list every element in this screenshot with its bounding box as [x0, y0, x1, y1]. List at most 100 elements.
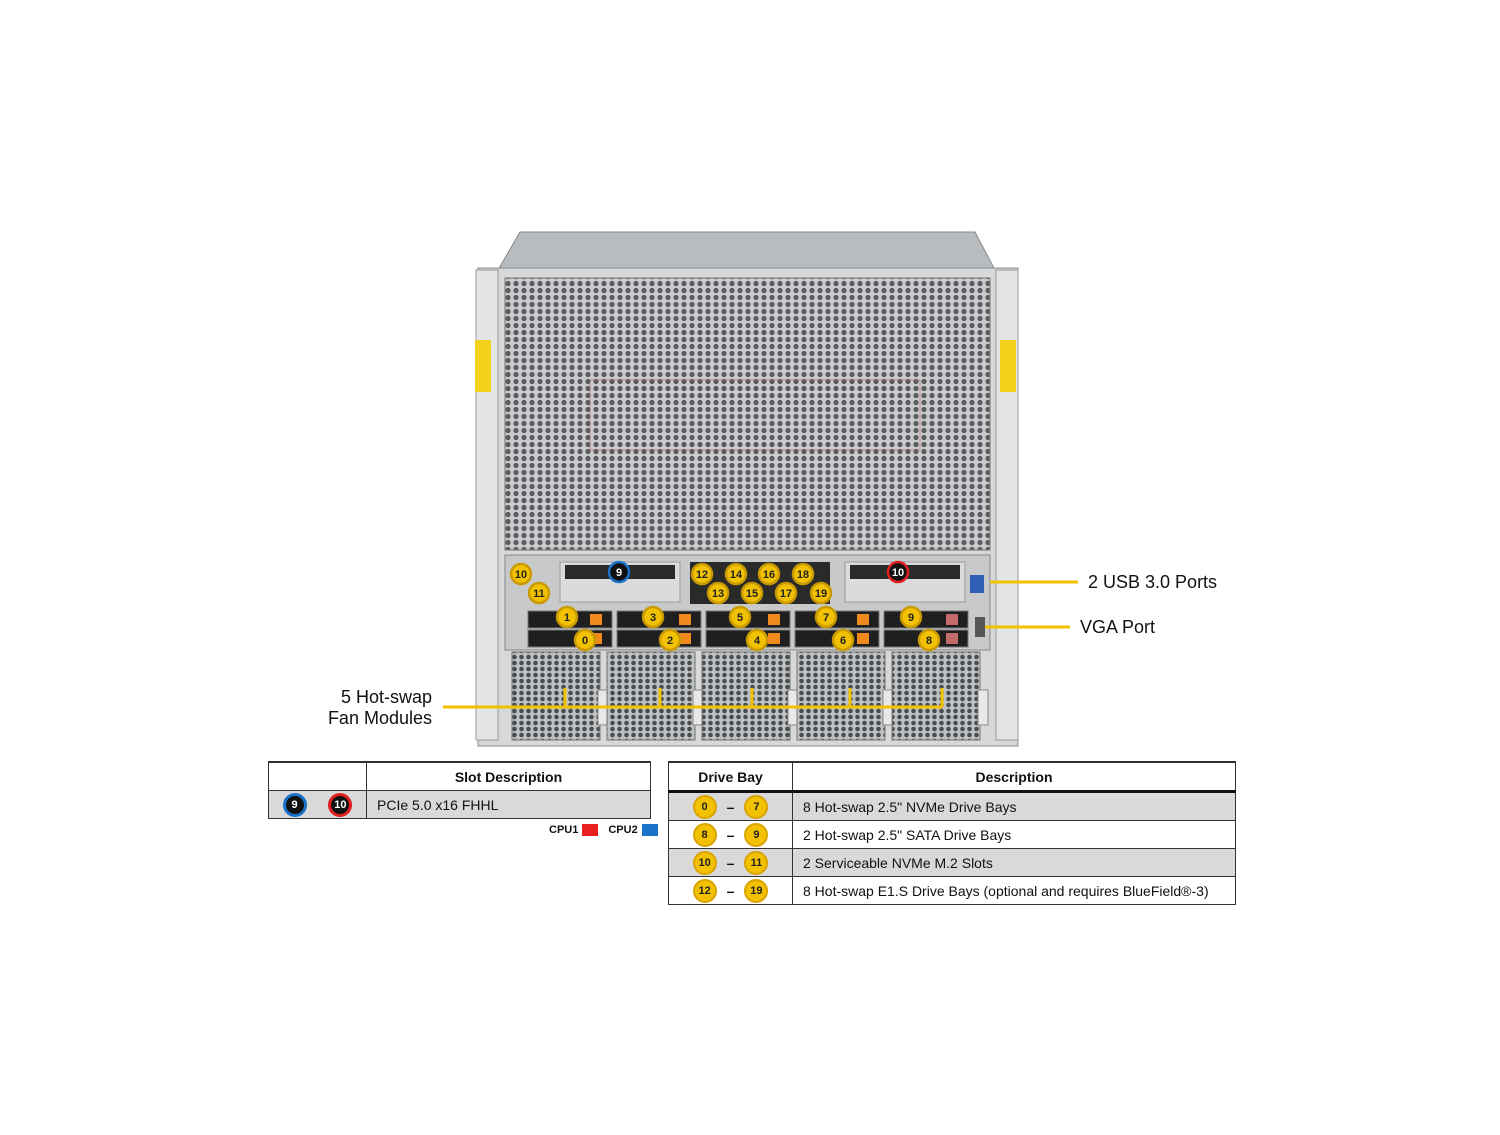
drive-release-button[interactable] [857, 633, 869, 644]
drive-badge-number: 0 [582, 635, 588, 647]
drive-badge-circle [740, 581, 764, 605]
pcie-slot-badge-cpu1-circle [886, 560, 910, 584]
drive-badge-circle [728, 605, 752, 629]
drive-badge: 1 [555, 605, 579, 629]
drive-badge-circle [555, 605, 579, 629]
range-dash: – [726, 882, 735, 899]
drive-badge-number: 4 [754, 635, 761, 647]
drive-badge-number: 7 [823, 612, 829, 624]
warning-label-right [1000, 340, 1016, 392]
drive-badge: 11 [527, 581, 551, 605]
drive-badge: 0 [573, 628, 597, 652]
bay-badge-to: 19 [744, 878, 769, 903]
cpu1-swatch [582, 824, 599, 836]
pcie-slot-10-badge: 10 [328, 792, 353, 817]
cpu2-label: CPU2 [608, 824, 638, 836]
range-dash: – [726, 854, 735, 871]
fan-module[interactable] [891, 651, 981, 741]
slot-badge-header [268, 761, 367, 791]
drive-badge-number: 8 [926, 635, 932, 647]
drive-badge-circle [814, 605, 838, 629]
drive-badge-number: 16 [763, 569, 775, 581]
drive-badge-number: 15 [746, 588, 758, 600]
drive-release-button[interactable] [857, 614, 869, 625]
drive-badge-circle [917, 628, 941, 652]
drive-bay-description: 2 Hot-swap 2.5" SATA Drive Bays [792, 820, 1236, 849]
drive-bay-description: 8 Hot-swap 2.5" NVMe Drive Bays [792, 791, 1236, 821]
bay-badge-from: 8 [692, 822, 717, 847]
fan-module[interactable] [511, 651, 601, 741]
drive-badge-circle [791, 562, 815, 586]
drive-release-button[interactable] [679, 633, 691, 644]
vga-port-label: VGA Port [1080, 617, 1156, 637]
range-dash: – [726, 826, 735, 843]
drive-badge-circle [573, 628, 597, 652]
drive-badge: 15 [740, 581, 764, 605]
drive-release-button[interactable] [679, 614, 691, 625]
drive-badge: 8 [917, 628, 941, 652]
vga-port [975, 617, 985, 637]
drive-release-button[interactable] [946, 614, 958, 625]
drive-bay-range: 8–9 [668, 820, 793, 849]
description-header: Description [792, 761, 1236, 792]
slot-row: 9 10 PCIe 5.0 x16 FHHL [268, 790, 651, 819]
drive-badge-circle [757, 562, 781, 586]
drive-badge-circle [899, 605, 923, 629]
pcie-slot-badge-cpu1-number: 10 [892, 567, 904, 579]
drive-badge: 12 [690, 562, 714, 586]
usb-ports-label: 2 USB 3.0 Ports [1088, 572, 1218, 592]
bay-badge-to: 7 [744, 794, 769, 819]
drive-badge-number: 17 [780, 588, 792, 600]
drive-badge: 4 [745, 628, 769, 652]
drive-badge-number: 14 [730, 569, 743, 581]
drive-badge-number: 6 [840, 635, 846, 647]
fan-modules-label-line1: 5 Hot-swap [340, 687, 432, 707]
drive-badge: 19 [809, 581, 833, 605]
chassis-top [497, 231, 996, 271]
range-dash: – [726, 798, 735, 815]
drive-badge-circle [831, 628, 855, 652]
fan-module[interactable] [796, 651, 886, 741]
drive-badge: 18 [791, 562, 815, 586]
bay-badge-from: 0 [692, 794, 717, 819]
drive-badge-circle [690, 562, 714, 586]
fan-module[interactable] [701, 651, 791, 741]
drive-badge-circle [641, 605, 665, 629]
drive-release-button[interactable] [768, 614, 780, 625]
fan-modules-label-line2: Fan Modules [327, 708, 432, 728]
bay-badge-from: 10 [692, 850, 717, 875]
drive-bay-description: 2 Serviceable NVMe M.2 Slots [792, 848, 1236, 877]
bay-badge-to: 11 [744, 850, 769, 875]
drive-badge: 2 [658, 628, 682, 652]
drive-badge-number: 2 [667, 635, 673, 647]
fan-handle[interactable] [977, 689, 989, 726]
drive-release-button[interactable] [590, 614, 602, 625]
cpu-legend: CPU1 CPU2 [549, 824, 664, 836]
drive-badge: 5 [728, 605, 752, 629]
drive-badge: 7 [814, 605, 838, 629]
bay-badge-from: 12 [692, 878, 717, 903]
drive-bay-header: Drive Bay [668, 761, 793, 792]
drive-release-button[interactable] [946, 633, 958, 644]
drive-badge-circle [809, 581, 833, 605]
pcie-slot-badge-cpu1: 10 [886, 560, 910, 584]
drive-bay-description: 8 Hot-swap E1.S Drive Bays (optional and… [792, 876, 1236, 905]
drive-badge-number: 11 [533, 588, 545, 600]
drive-badge: 6 [831, 628, 855, 652]
fan-modules-label: 5 Hot-swap Fan Modules [300, 687, 432, 729]
drive-badge-circle [745, 628, 769, 652]
fan-module[interactable] [606, 651, 696, 741]
bay-badge-to: 9 [744, 822, 769, 847]
drive-bay-range: 12–19 [668, 876, 793, 905]
pcie-slot-badge-cpu2: 9 [607, 560, 631, 584]
drive-badge-circle [706, 581, 730, 605]
drive-badge-circle [527, 581, 551, 605]
pcie-slot-9-badge: 9 [282, 792, 307, 817]
drive-badge: 10 [509, 562, 533, 586]
warning-label-left [475, 340, 491, 392]
drive-release-button[interactable] [768, 633, 780, 644]
drive-badge: 17 [774, 581, 798, 605]
